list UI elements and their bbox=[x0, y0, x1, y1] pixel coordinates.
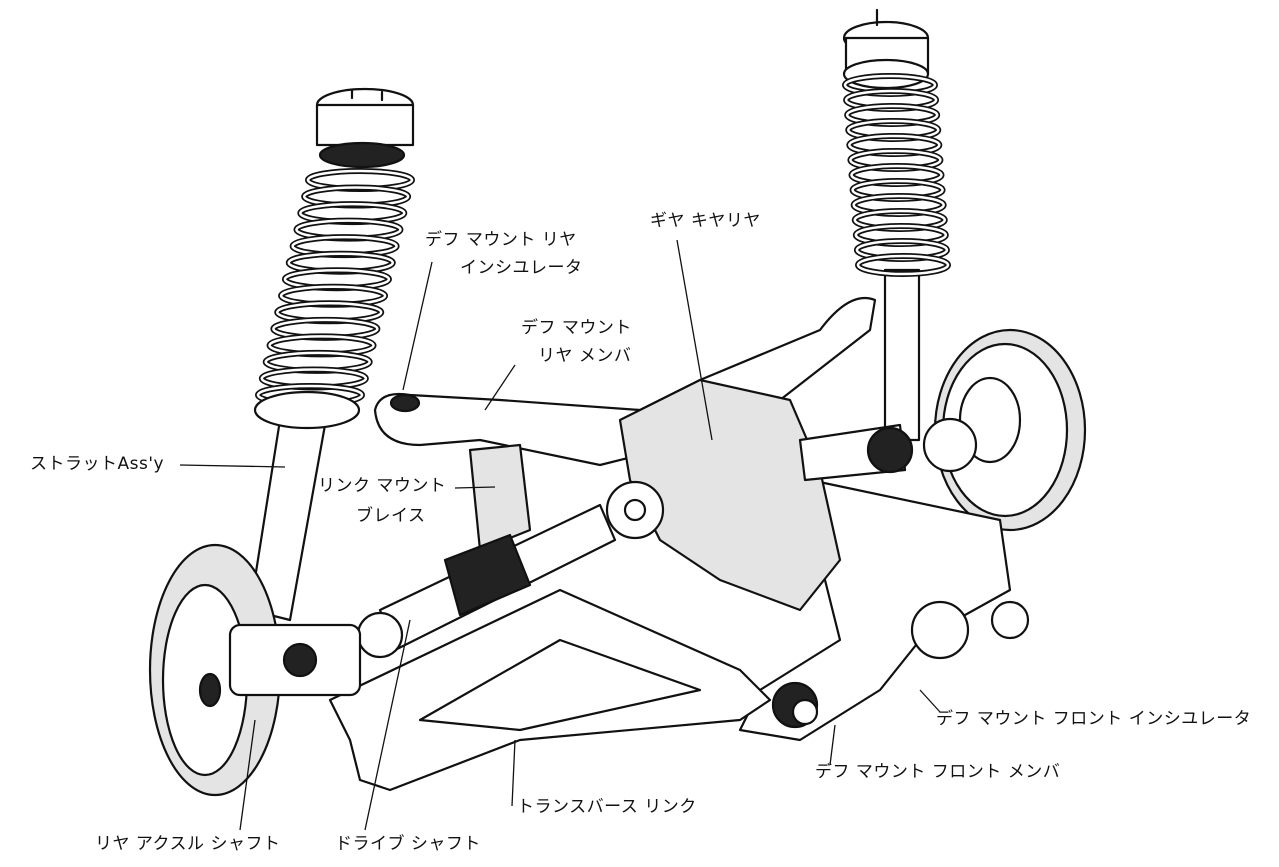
link-mount-brace bbox=[468, 443, 532, 552]
label-strut-assy: ストラットAss'y bbox=[30, 454, 165, 474]
transverse-link bbox=[328, 588, 772, 792]
label-diff-mount-rear-member: デフ マウント bbox=[521, 318, 632, 338]
spring-coil bbox=[856, 254, 950, 276]
left-wheel-hub bbox=[148, 543, 362, 797]
right-strut bbox=[842, 8, 951, 442]
diff-mount-rear-member bbox=[373, 296, 877, 467]
drive-shaft bbox=[356, 503, 617, 659]
label-diff-mount-rear-insulator-line2: インシユレータ bbox=[460, 258, 583, 278]
label-diff-mount-rear-insulator: デフ マウント リヤ bbox=[425, 230, 577, 250]
right-brake-disc bbox=[933, 328, 1087, 532]
label-link-mount-brace-line2: ブレイス bbox=[356, 506, 426, 526]
left-coil-spring bbox=[255, 168, 415, 407]
label-diff-mount-front-insulator: デフ マウント フロント インシユレータ bbox=[936, 709, 1252, 729]
label-diff-mount-rear-member-line2: リヤ メンバ bbox=[538, 346, 632, 366]
diff-mount-front-member bbox=[738, 478, 1012, 742]
label-diff-mount-front-member: デフ マウント フロント メンバ bbox=[815, 762, 1061, 782]
leader-lines bbox=[179, 239, 941, 831]
right-coil-spring bbox=[842, 73, 951, 277]
label-rear-axle-shaft: リヤ アクスル シャフト bbox=[95, 834, 281, 854]
label-gear-carrier: ギヤ キヤリヤ bbox=[650, 211, 761, 231]
label-link-mount-brace: リンク マウント bbox=[318, 476, 447, 496]
label-drive-shaft: ドライブ シャフト bbox=[335, 834, 481, 854]
left-strut bbox=[248, 87, 415, 622]
label-transverse-link: トランスバース リンク bbox=[517, 797, 697, 817]
